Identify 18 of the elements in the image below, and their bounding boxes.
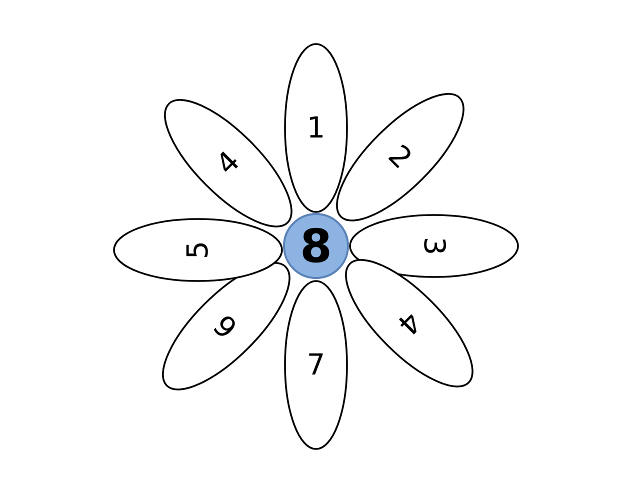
petal-number: 4 <box>211 146 245 180</box>
petal-number: 1 <box>306 114 326 142</box>
petal-ellipse <box>113 218 283 282</box>
center-circle <box>283 213 349 279</box>
petal-ellipse <box>349 214 519 278</box>
petal-number: 3 <box>420 236 448 256</box>
petal-number: 2 <box>383 140 417 174</box>
petal-ellipse <box>164 98 292 228</box>
petal-ellipse <box>162 262 290 390</box>
petal-ellipse <box>344 258 474 388</box>
petal-ellipse <box>336 92 464 222</box>
petal-number: 4 <box>392 306 426 340</box>
petal-number: 5 <box>184 240 212 260</box>
petal-ellipse <box>284 43 348 213</box>
petal-number: 7 <box>306 350 326 380</box>
center-number: 8 <box>300 223 332 269</box>
petal-ellipse <box>284 280 348 450</box>
petal-number: 6 <box>209 309 243 343</box>
